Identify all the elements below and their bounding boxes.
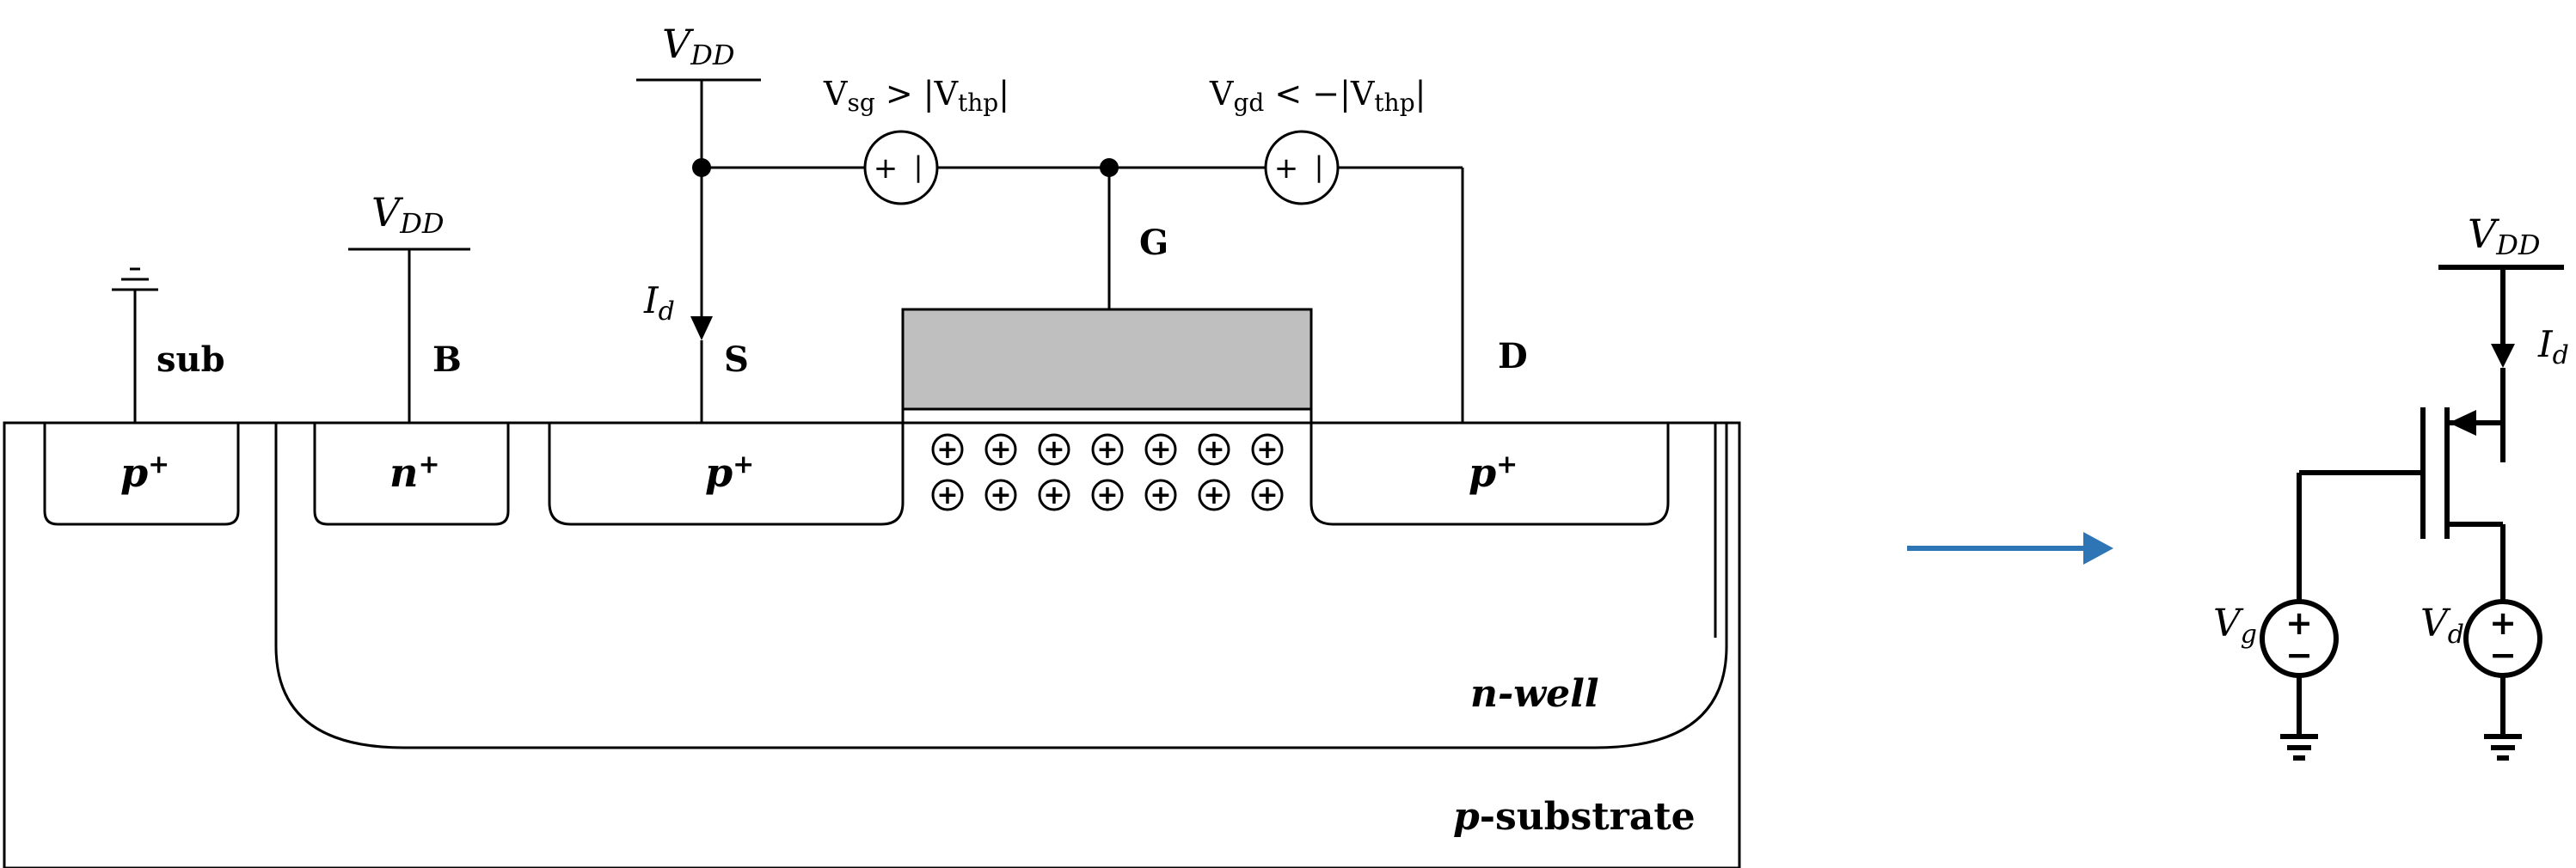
svg-text:+: +	[1096, 480, 1118, 510]
vsg-plus: +	[874, 151, 899, 186]
pmos-schematic	[2260, 265, 2564, 761]
cross-section	[3, 78, 1741, 868]
vgd-minus: |	[1315, 150, 1324, 183]
svg-text:+: +	[1096, 435, 1118, 465]
gate-poly	[901, 308, 1313, 411]
body-contact-label: n+	[389, 449, 440, 496]
vsg-condition-label: Vsg > |Vthp|	[823, 75, 1009, 117]
vgd-condition-label: Vgd < −|Vthp|	[1209, 75, 1426, 117]
svg-text:+: +	[990, 480, 1011, 510]
positive-charge-icon: +	[1198, 479, 1230, 511]
positive-charge-icon: +	[1038, 479, 1070, 511]
sub-terminal-label: sub	[156, 339, 225, 380]
svg-text:+: +	[990, 435, 1011, 465]
body-vdd-label: VDD	[371, 189, 445, 240]
current-arrow-icon	[690, 316, 713, 340]
schematic-current-arrow-icon	[2491, 344, 2515, 368]
gate-oxide	[901, 407, 1313, 425]
positive-charge-icon: +	[931, 479, 964, 511]
gate-terminal-label: G	[1139, 223, 1168, 263]
svg-text:+: +	[936, 435, 958, 465]
svg-text:+: +	[1203, 435, 1224, 465]
drain-terminal-label: D	[1498, 336, 1528, 376]
n-well-region	[274, 423, 1728, 749]
positive-charge-icon: +	[1091, 479, 1124, 511]
body-terminal-label: B	[432, 339, 462, 380]
positive-charge-icon: +	[984, 479, 1017, 511]
junction-dot-source	[692, 158, 711, 177]
vd-plus-icon: +	[2489, 604, 2517, 642]
positive-charge-icon: +	[1144, 479, 1177, 511]
vsg-source-circle	[863, 130, 939, 205]
svg-text:+: +	[1256, 435, 1278, 465]
vgd-source-icon: + |	[1274, 150, 1324, 186]
svg-text:+: +	[1256, 480, 1278, 510]
transform-arrow-icon	[1907, 532, 2113, 565]
svg-text:+: +	[936, 480, 958, 510]
positive-charge-icon: +	[1144, 433, 1177, 466]
junction-dot-gate	[1100, 158, 1119, 177]
schematic-source-arrow-icon	[2449, 410, 2476, 436]
p-plus-sub-contact	[43, 423, 240, 526]
vg-minus-icon: −	[2285, 636, 2313, 674]
vd-minus-icon: −	[2489, 636, 2517, 674]
p-substrate-body	[3, 421, 1741, 868]
n-plus-body-contact	[313, 423, 510, 526]
vsg-minus: |	[914, 150, 923, 183]
channel-charges: + + + + + + + + + + + + + +	[931, 433, 1284, 511]
schematic-current-label: Id	[2537, 323, 2569, 370]
sub-contact-label: p+	[120, 449, 169, 496]
schematic-vd-label: Vd	[2420, 602, 2464, 650]
vgd-plus: +	[1274, 151, 1299, 186]
vg-plus-icon: +	[2285, 604, 2313, 642]
source-region-label: p+	[705, 449, 754, 496]
p-plus-source	[548, 423, 905, 526]
source-vdd-label: VDD	[662, 21, 735, 71]
svg-text:+: +	[1043, 480, 1064, 510]
vgd-source-circle	[1264, 130, 1340, 205]
schematic-vdd-label: VDD	[2468, 211, 2541, 261]
svg-text:+: +	[1150, 480, 1171, 510]
source-terminal-label: S	[724, 339, 749, 380]
positive-charge-icon: +	[1038, 433, 1070, 466]
positive-charge-icon: +	[931, 433, 964, 466]
schematic-vg-label: Vg	[2213, 602, 2257, 650]
n-well-label: n-well	[1470, 672, 1599, 716]
source-current-label: Id	[643, 279, 675, 327]
positive-charge-icon: +	[984, 433, 1017, 466]
p-substrate-label: p-substrate	[1453, 795, 1696, 839]
positive-charge-icon: +	[1198, 433, 1230, 466]
svg-text:+: +	[1150, 435, 1171, 465]
svg-text:+: +	[1043, 435, 1064, 465]
p-plus-drain	[1309, 423, 1670, 526]
positive-charge-icon: +	[1251, 479, 1284, 511]
vsg-source-icon: + |	[874, 150, 923, 186]
positive-charge-icon: +	[1091, 433, 1124, 466]
svg-text:+: +	[1203, 480, 1224, 510]
drain-region-label: p+	[1469, 449, 1518, 496]
positive-charge-icon: +	[1251, 433, 1284, 466]
